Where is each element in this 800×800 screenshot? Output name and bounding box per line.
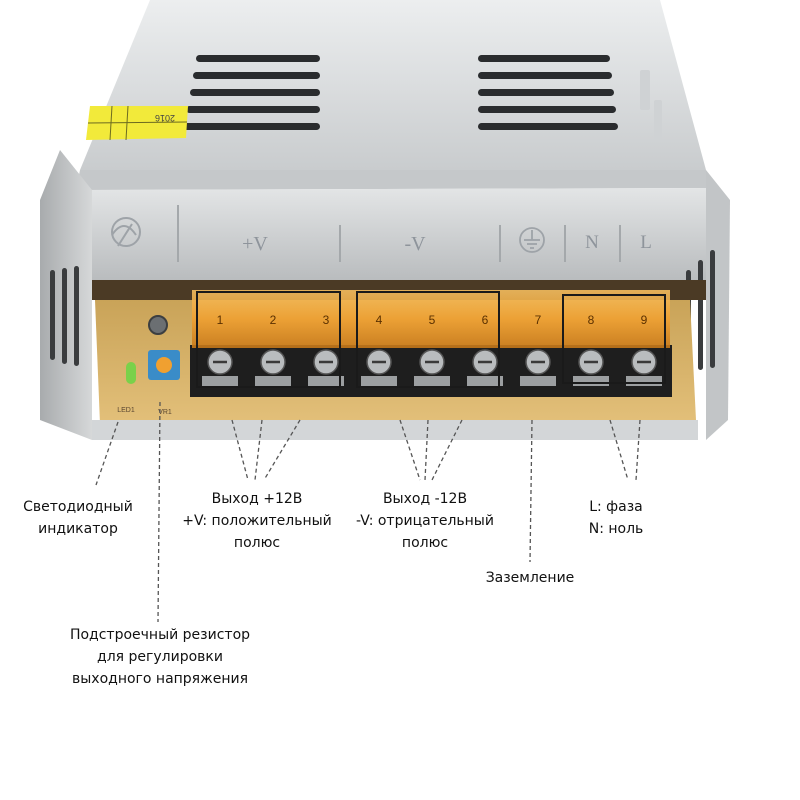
adjust-symbol [111,217,141,247]
case-label-neutral: N [585,232,599,253]
terminal-number-1: 1 [217,313,224,327]
label-trimmer-resistor: Подстроечный резистор для регулировки вы… [69,627,251,687]
case-front [92,188,706,285]
label-negative-output: Выход -12В -V: отрицательный полюс [356,491,494,551]
label-ground: Заземление [485,570,575,586]
terminal-strip [202,349,662,386]
terminal-number-3: 3 [323,313,330,327]
callout-lines [95,401,641,623]
terminal-numbers: 1 2 3 4 5 6 7 8 9 [217,313,648,327]
terminal-screw-9 [626,349,662,386]
case-right-side [706,170,730,440]
terminal-number-8: 8 [588,313,595,327]
ground-icon [519,227,545,253]
vent-slots-right [478,55,618,130]
box-ac-input [562,294,666,384]
terminal-number-2: 2 [270,313,277,327]
led-indicator [126,362,136,384]
terminal-screw-4 [361,349,397,386]
trimmer-screw [148,315,168,335]
label-ac-input: L: фаза N: ноль [588,499,644,537]
box-positive-output [196,291,341,388]
case-label-line: L [640,232,652,253]
terminal-screw-2 [255,349,291,386]
terminal-screw-3 [308,349,344,386]
case-label-positive: +V [242,233,268,255]
box-negative-output [356,291,500,388]
left-side-slots [50,266,79,366]
terminal-number-7: 7 [535,313,542,327]
case-label-negative: -V [404,233,426,255]
terminal-number-9: 9 [641,313,648,327]
label-led-indicator: Светодиодный индикатор [23,499,133,537]
terminal-cover [192,290,670,348]
pcb-label-led: LED1 [117,407,135,414]
terminal-screw-6 [467,349,503,386]
terminal-number-4: 4 [376,313,383,327]
terminal-screw-5 [414,349,450,386]
terminal-screw-8 [573,349,609,386]
trimmer-knob [156,357,172,373]
case-top-edge [76,170,706,190]
vent-slots-left [182,55,320,130]
label-positive-output: Выход +12В +V: положительный полюс [182,491,332,551]
terminal-screw-1 [202,349,238,386]
case-bottom-lip [92,420,698,440]
side-faded-text [640,70,662,140]
sticker-year: 2016 [155,113,175,123]
terminal-screw-7 [520,349,556,386]
terminal-number-5: 5 [429,313,436,327]
yellow-sticker: 2016 [86,105,188,141]
pcb-label-trimmer: VR1 [158,409,172,416]
case-top [80,0,706,170]
terminal-number-6: 6 [482,313,489,327]
